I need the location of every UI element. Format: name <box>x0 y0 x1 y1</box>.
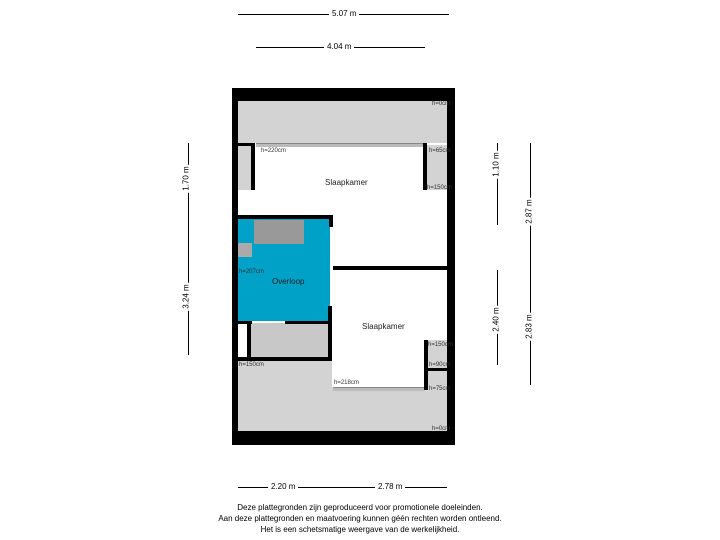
wall <box>238 215 333 219</box>
wall <box>428 368 447 371</box>
room-label-bedroom-bottom: Slaapkamer <box>362 322 405 331</box>
dimension-left-lower: 3.24 m <box>181 282 191 311</box>
dimension-bottom-left: 2.20 m <box>268 482 299 491</box>
wall <box>238 357 330 361</box>
wall <box>251 145 255 190</box>
wall <box>285 321 330 324</box>
top-window <box>256 143 423 147</box>
height-label: h=0cm <box>432 101 451 107</box>
bottom-right-slope <box>428 340 447 387</box>
height-label: h=150cm <box>239 362 264 368</box>
dimension-right-outer-lower: 2.83 m <box>524 312 534 341</box>
dimension-top-overall: 5.07 m <box>329 9 360 18</box>
disclaimer-line-2: Aan deze plattegronden en maatvoering ku… <box>218 514 502 523</box>
top-right-slope <box>427 145 447 190</box>
stove <box>238 243 252 257</box>
disclaimer-line-3: Het is een schetsmatige weergave van de … <box>260 525 460 534</box>
height-label: h=218cm <box>334 380 359 386</box>
height-label: h=75cm <box>429 386 451 392</box>
wall <box>247 323 251 359</box>
disclaimer-line-1: Deze plattegronden zijn geproduceerd voo… <box>237 503 483 512</box>
dimension-top-inner: 4.04 m <box>324 42 355 51</box>
top-slope-area <box>238 101 447 143</box>
dimension-right-outer-upper: 2.87 m <box>524 197 534 226</box>
room-label-landing: Overloop <box>272 277 305 286</box>
dimension-line <box>497 143 498 225</box>
wall <box>328 306 332 388</box>
height-label: h=150cm <box>428 342 453 348</box>
dimension-line <box>530 143 531 385</box>
wall <box>424 340 428 390</box>
height-label: h=65cm <box>429 148 451 154</box>
height-label: h=220cm <box>261 148 286 154</box>
dimension-right-inner-lower: 2.40 m <box>491 305 501 334</box>
top-left-slope <box>238 145 251 190</box>
wall <box>333 266 447 270</box>
dimension-bottom-right: 2.78 m <box>375 482 406 491</box>
dimension-right-inner-upper: 1.10 m <box>491 150 501 179</box>
height-label: h=207cm <box>239 269 264 275</box>
wall <box>238 143 255 146</box>
bottom-window <box>333 387 424 391</box>
kitchen-counter <box>254 220 304 244</box>
height-label: h=150cm <box>427 185 452 191</box>
stairs <box>251 323 328 357</box>
wall <box>329 215 333 227</box>
dimension-line <box>188 143 189 355</box>
room-label-bedroom-top: Slaapkamer <box>325 178 368 187</box>
wall <box>238 321 252 324</box>
height-label: h=0cm <box>432 426 451 432</box>
dimension-line <box>238 487 447 488</box>
height-label: h=90cm <box>429 362 451 368</box>
dimension-left-upper: 1.70 m <box>181 164 191 193</box>
wall <box>423 143 427 190</box>
